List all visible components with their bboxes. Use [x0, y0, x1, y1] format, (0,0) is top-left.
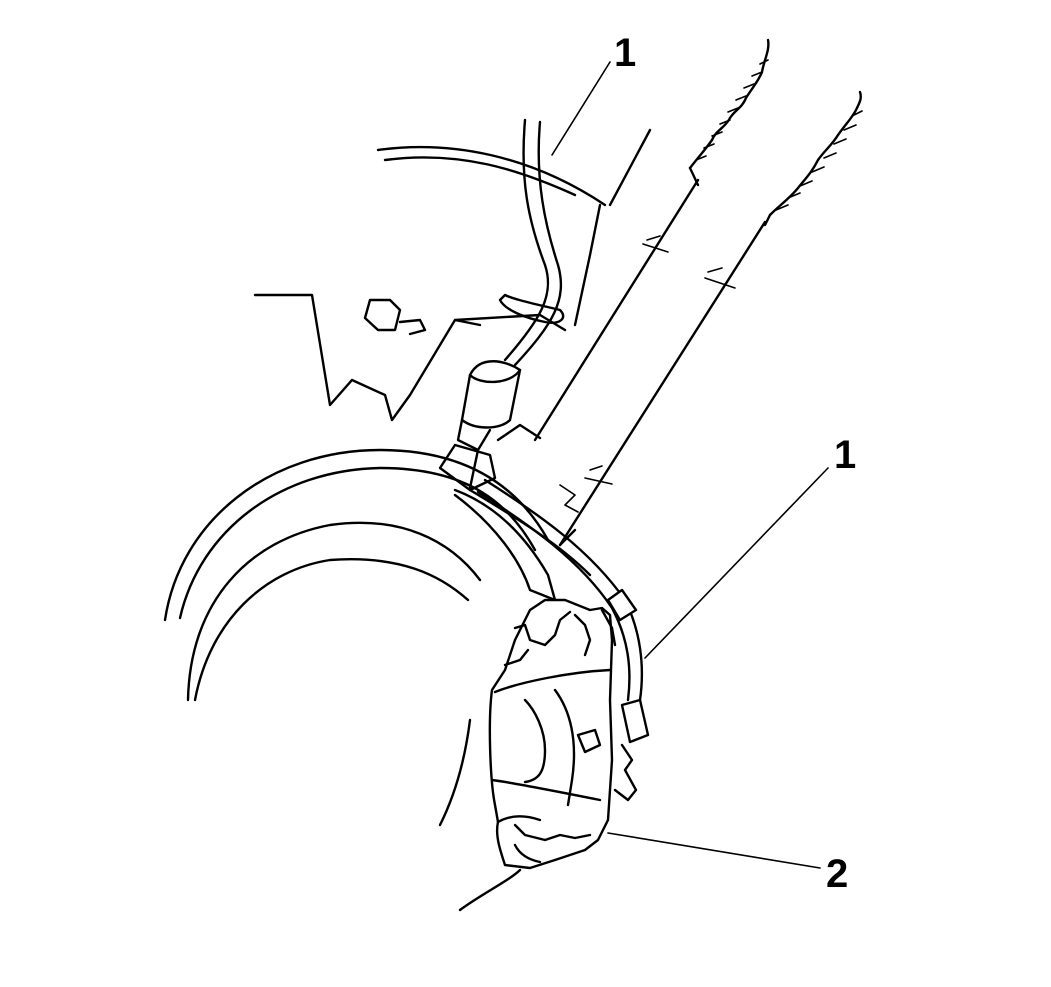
leader-line-hose-upper [551, 61, 611, 156]
callout-label-caliper: 2 [826, 852, 848, 896]
callout-label-hose-lower: 1 [834, 433, 856, 477]
strut-assembly [496, 38, 863, 547]
body-panel [253, 128, 652, 422]
leader-line-caliper [607, 832, 821, 869]
callouts: 1 1 2 [614, 31, 856, 896]
brake-hose [438, 118, 565, 492]
callout-label-hose-upper: 1 [614, 31, 636, 75]
leader-lines [551, 61, 829, 869]
brake-rotor [163, 448, 557, 912]
leader-line-hose-lower [644, 467, 829, 659]
brake-caliper [488, 598, 617, 870]
caliper-hose [468, 478, 650, 802]
